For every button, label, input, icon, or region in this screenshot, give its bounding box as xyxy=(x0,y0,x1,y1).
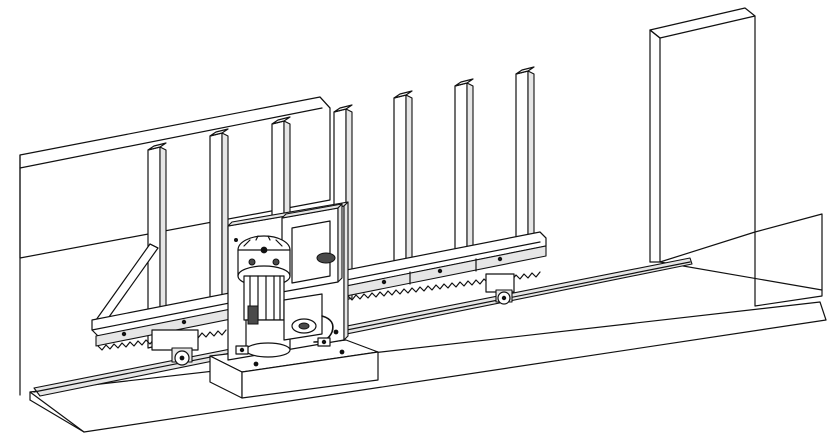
gate-picket xyxy=(393,90,413,286)
track-wheel-right xyxy=(485,273,515,305)
gate-picket xyxy=(271,116,291,229)
ground-slab xyxy=(29,301,827,433)
gate-picket xyxy=(209,128,229,322)
background-wall xyxy=(19,96,331,396)
gate-picket xyxy=(454,78,474,272)
gate-pillar xyxy=(649,7,823,307)
concrete-plinth xyxy=(209,339,379,399)
gate-picket xyxy=(515,66,535,259)
gate-motor xyxy=(235,235,339,358)
control-box xyxy=(281,203,343,293)
guide-rail xyxy=(33,257,693,397)
track-wheel-left xyxy=(151,329,199,366)
